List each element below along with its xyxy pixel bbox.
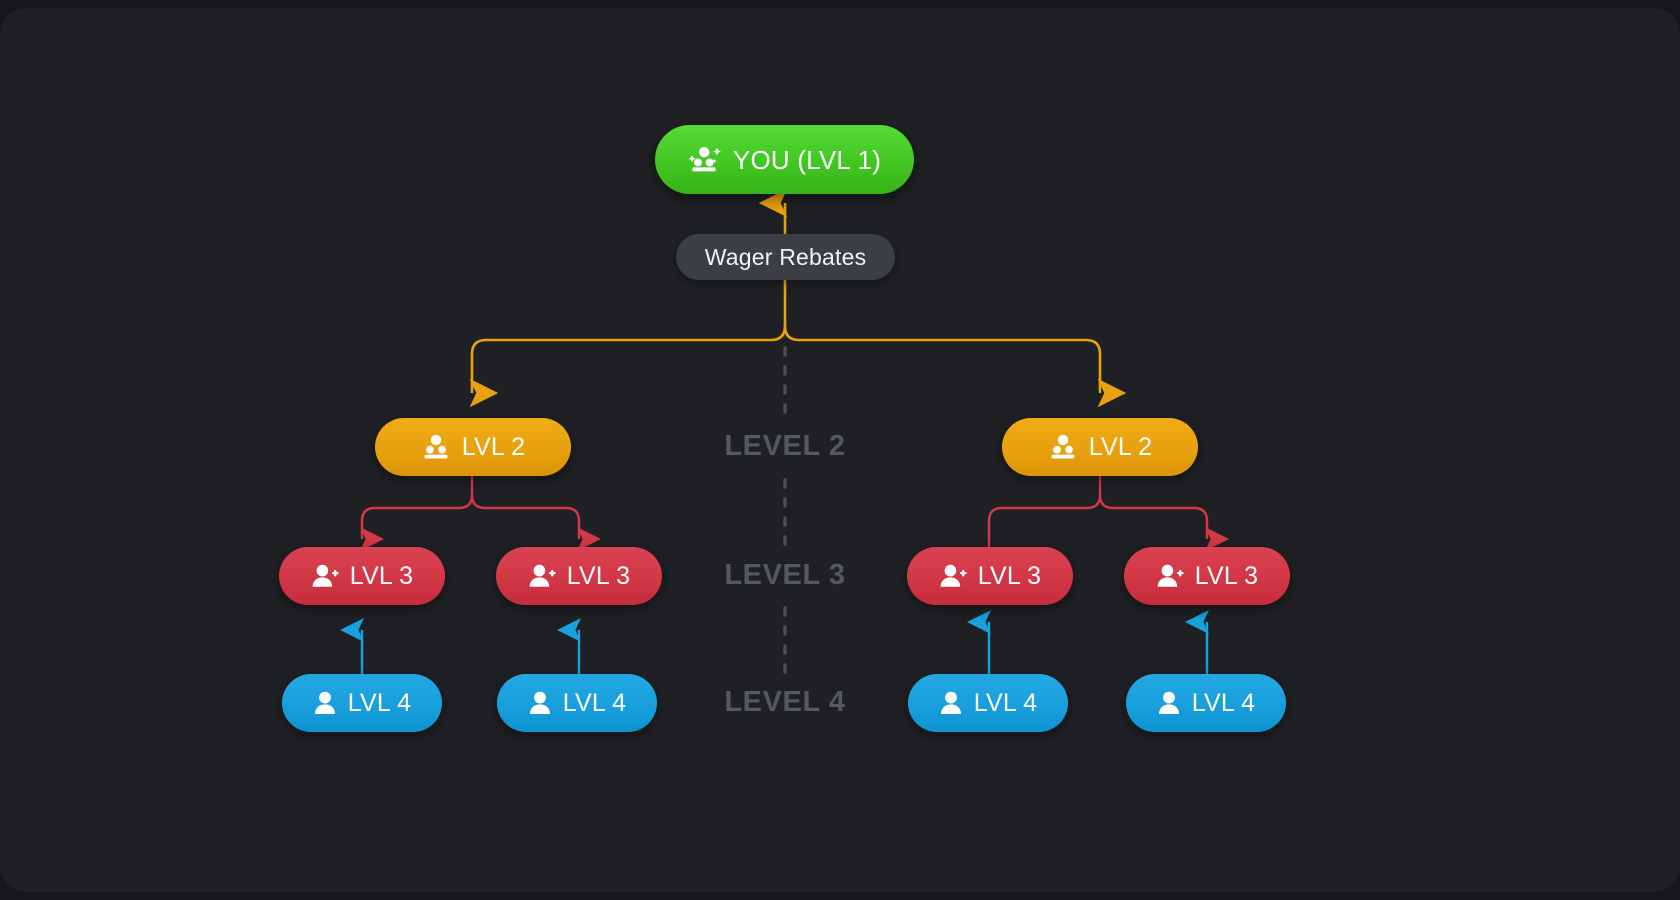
node-level-3-1[interactable]: LVL 3 [279, 547, 445, 605]
user-plus-icon [311, 563, 339, 589]
rail-label-level-4: LEVEL 4 [724, 686, 846, 718]
edge-lvl2-left-to-lvl3-2 [470, 494, 601, 551]
node-level-3-1-label: LVL 3 [349, 561, 414, 590]
node-level-4-3-label: LVL 4 [973, 688, 1038, 717]
user-icon [939, 690, 963, 716]
edge-root-to-lvl2-right [783, 325, 1127, 408]
referral-tree-panel: YOU (LVL 1) Wager Rebates LVL 2 [0, 8, 1680, 892]
user-icon [1157, 690, 1181, 716]
node-level-4-4[interactable]: LVL 4 [1126, 674, 1286, 732]
rail-label-level-3: LEVEL 3 [724, 559, 846, 591]
user-icon [528, 690, 552, 716]
user-plus-icon [1156, 563, 1184, 589]
node-level-4-3[interactable]: LVL 4 [908, 674, 1068, 732]
wager-rebates-label: Wager Rebates [704, 243, 867, 270]
user-icon [313, 690, 337, 716]
tree-canvas: YOU (LVL 1) Wager Rebates LVL 2 [0, 8, 1680, 892]
node-level-2-right-label: LVL 2 [1088, 432, 1153, 461]
node-level-4-1[interactable]: LVL 4 [282, 674, 442, 732]
users-sparkle-icon [688, 145, 722, 175]
users-group-icon [1048, 433, 1078, 461]
node-level-3-3[interactable]: LVL 3 [907, 547, 1073, 605]
node-level-3-4[interactable]: LVL 3 [1124, 547, 1290, 605]
node-level-3-3-label: LVL 3 [977, 561, 1042, 590]
edge-lvl2-left-to-lvl3-1 [360, 494, 474, 551]
node-level-2-left-label: LVL 2 [461, 432, 526, 461]
node-level-3-2[interactable]: LVL 3 [496, 547, 662, 605]
edge-root-to-lvl2-left [469, 325, 787, 408]
node-level-4-2-label: LVL 4 [562, 688, 627, 717]
rail-label-level-2: LEVEL 2 [724, 430, 846, 462]
wager-rebates-badge[interactable]: Wager Rebates [676, 234, 895, 280]
node-level-2-right[interactable]: LVL 2 [1002, 418, 1198, 476]
node-level-1-you[interactable]: YOU (LVL 1) [655, 125, 914, 194]
user-plus-icon [528, 563, 556, 589]
edge-lvl2-right-to-lvl3-3 [987, 494, 1102, 549]
node-level-1-label: YOU (LVL 1) [732, 144, 882, 175]
node-level-3-4-label: LVL 3 [1194, 561, 1259, 590]
user-plus-icon [939, 563, 967, 589]
users-group-icon [421, 433, 451, 461]
node-level-4-1-label: LVL 4 [347, 688, 412, 717]
node-level-3-2-label: LVL 3 [566, 561, 631, 590]
node-level-2-left[interactable]: LVL 2 [375, 418, 571, 476]
edge-lvl2-right-to-lvl3-4 [1098, 494, 1229, 551]
node-level-4-4-label: LVL 4 [1191, 688, 1256, 717]
node-level-4-2[interactable]: LVL 4 [497, 674, 657, 732]
